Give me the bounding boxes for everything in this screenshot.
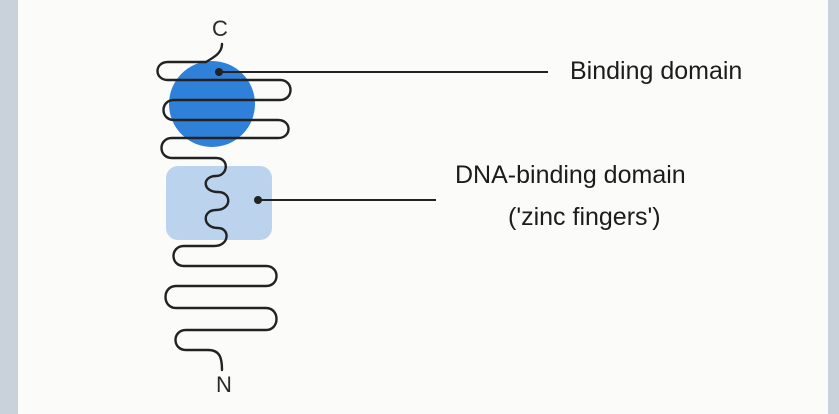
c-terminus-label: C: [212, 14, 228, 44]
binding-domain-label: Binding domain: [570, 56, 742, 86]
dna-binding-domain-label: DNA-binding domain: [455, 160, 686, 190]
n-terminus-label: N: [216, 370, 232, 400]
zinc-fingers-label: ('zinc fingers'): [508, 202, 661, 232]
binding-domain-region: [169, 61, 255, 147]
